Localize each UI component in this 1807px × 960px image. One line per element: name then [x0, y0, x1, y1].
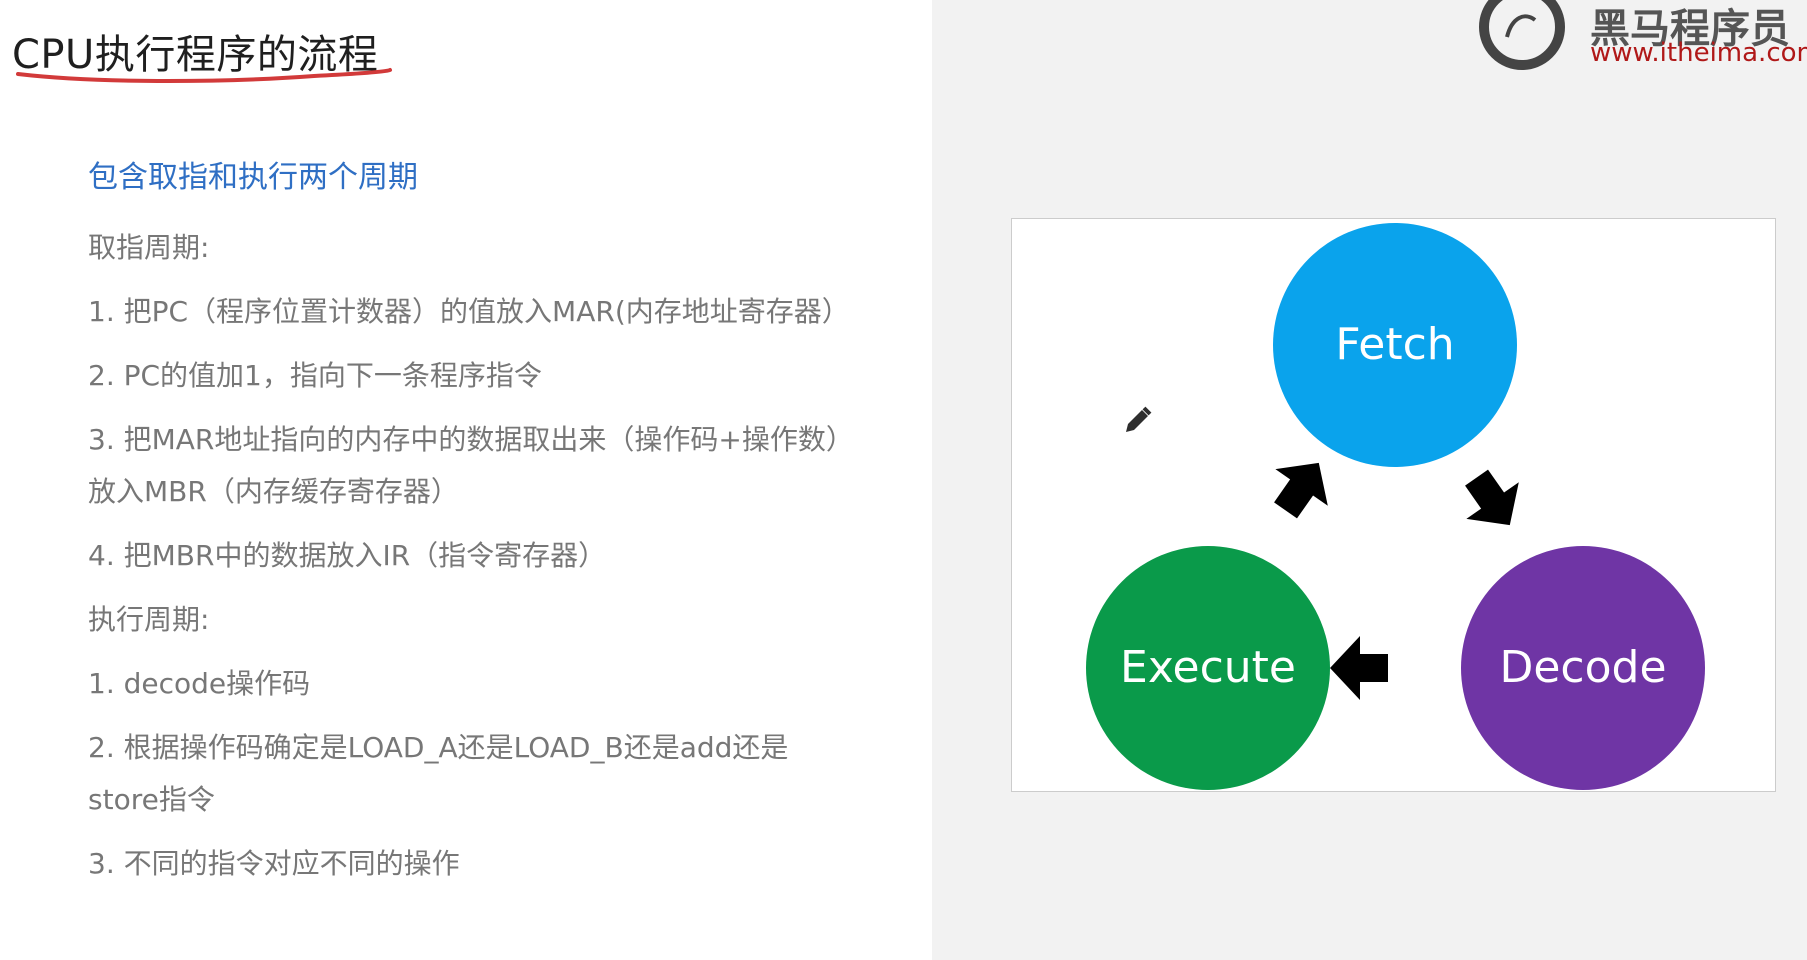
list-item: 1. decode操作码 [88, 667, 311, 700]
title-underline [16, 68, 392, 83]
horse-logo-icon [1479, 0, 1565, 70]
cpu-cycle-diagram: Fetch Decode Execute [1011, 218, 1776, 792]
list-item: 取指周期: [88, 231, 210, 264]
slide-text-panel [0, 0, 932, 960]
content-list: 取指周期: 1. 把PC（程序位置计数器）的值放入MAR(内存地址寄存器） 2.… [88, 222, 850, 902]
list-item: 3. 把MAR地址指向的内存中的数据取出来（操作码+操作数）放入MBR（内存缓存… [88, 423, 840, 508]
list-item: 2. 根据操作码确定是LOAD_A还是LOAD_B还是add还是store指令 [88, 731, 789, 816]
execute-node [1086, 546, 1330, 790]
brand-name: 黑马程序员 [1590, 6, 1790, 52]
brand-url: www.itheima.com [1590, 38, 1807, 68]
arrow-execute-to-fetch-icon [1274, 462, 1328, 519]
fetch-label: Fetch [1335, 319, 1454, 370]
execute-label: Execute [1120, 642, 1296, 693]
list-item: 1. 把PC（程序位置计数器）的值放入MAR(内存地址寄存器） [88, 295, 850, 328]
decode-node [1461, 546, 1705, 790]
fetch-node [1273, 223, 1517, 467]
list-item: 4. 把MBR中的数据放入IR（指令寄存器） [88, 539, 607, 572]
decode-label: Decode [1499, 642, 1666, 693]
arrow-fetch-to-decode-icon [1465, 469, 1519, 526]
pencil-icon[interactable] [1120, 404, 1154, 438]
list-item: 2. PC的值加1，指向下一条程序指令 [88, 359, 542, 392]
list-item: 3. 不同的指令对应不同的操作 [88, 847, 460, 880]
subtitle: 包含取指和执行两个周期 [88, 160, 418, 195]
page-title: CPU执行程序的流程 [12, 32, 379, 78]
list-item: 执行周期: [88, 603, 210, 636]
brand-logo: 黑马程序员 www.itheima.com [1477, 0, 1807, 80]
cpu-cycle-graphic: Fetch Decode Execute [1086, 223, 1705, 790]
arrow-decode-to-execute-icon [1330, 636, 1388, 700]
